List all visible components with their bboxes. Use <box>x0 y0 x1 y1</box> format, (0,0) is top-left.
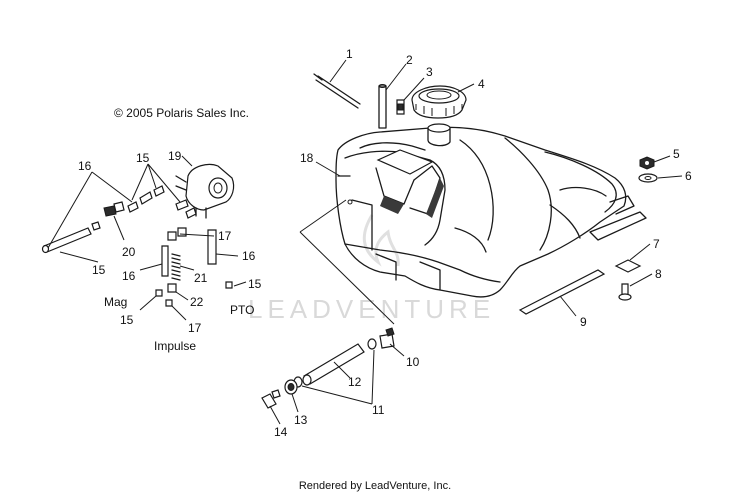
callout-3: 3 <box>426 65 433 79</box>
callout-16-center: 16 <box>122 269 136 283</box>
callout-16-right: 16 <box>242 249 256 263</box>
callout-8: 8 <box>655 267 662 281</box>
part-22-fitting <box>167 283 177 293</box>
part-19-fuel-pump <box>175 163 235 219</box>
caption-impulse: Impulse <box>154 339 196 353</box>
part-14-valve <box>261 393 277 409</box>
callout-22: 22 <box>190 295 204 309</box>
callout-16-top: 16 <box>78 159 92 173</box>
copyright-notice: © 2005 Polaris Sales Inc. <box>114 106 249 120</box>
part-16-hose-right <box>207 229 217 265</box>
callout-19: 19 <box>168 149 182 163</box>
callout-labels: 1 2 3 4 5 6 7 8 9 10 11 12 13 14 15 15 1… <box>78 47 692 439</box>
callout-1: 1 <box>346 47 353 61</box>
part-9-strip <box>518 269 606 315</box>
part-16-hose-left <box>43 227 92 253</box>
part-1-strap <box>313 73 361 109</box>
callout-11: 11 <box>372 403 385 417</box>
part-20-fitting <box>103 205 117 217</box>
watermark-text: LEADVENTURE <box>248 294 495 324</box>
caption-mag: Mag <box>104 295 127 309</box>
callout-17-impulse: 17 <box>188 321 202 335</box>
callout-6: 6 <box>685 169 692 183</box>
callout-5: 5 <box>673 147 680 161</box>
callout-15-bottom: 15 <box>120 313 134 327</box>
part-8-bolt <box>618 283 632 301</box>
callout-2: 2 <box>406 53 413 67</box>
part-7-pad <box>614 259 642 273</box>
part-11-clamp-upper <box>367 338 377 350</box>
callout-15-top: 15 <box>136 151 150 165</box>
part-5-nut <box>639 156 655 170</box>
fuel-tank <box>335 123 647 298</box>
part-6-washer <box>638 173 658 183</box>
callout-21: 21 <box>194 271 208 285</box>
callout-17-upper: 17 <box>218 229 232 243</box>
fuel-cap <box>411 85 467 119</box>
part-2-vent-tube <box>378 84 387 129</box>
fuel-line-assembly <box>261 327 395 409</box>
callout-13: 13 <box>294 413 308 427</box>
part-21-spring <box>171 253 181 281</box>
callout-7: 7 <box>653 237 660 251</box>
callout-18: 18 <box>300 151 314 165</box>
leader-lines <box>47 59 683 425</box>
callout-9: 9 <box>580 315 587 329</box>
callout-15-left: 15 <box>92 263 106 277</box>
inset-captions: Mag PTO Impulse <box>104 295 254 353</box>
callout-12: 12 <box>348 375 362 389</box>
callout-4: 4 <box>478 77 485 91</box>
callout-10: 10 <box>406 355 420 369</box>
part-3-vent-valve <box>396 99 405 115</box>
callout-14: 14 <box>274 425 288 439</box>
fuel-pump-inset <box>41 163 235 307</box>
footer-credit: Rendered by LeadVenture, Inc. <box>298 480 452 492</box>
caption-pto: PTO <box>230 303 254 317</box>
callout-20: 20 <box>122 245 136 259</box>
callout-15-right: 15 <box>248 277 262 291</box>
part-16-hose-center <box>161 245 169 277</box>
